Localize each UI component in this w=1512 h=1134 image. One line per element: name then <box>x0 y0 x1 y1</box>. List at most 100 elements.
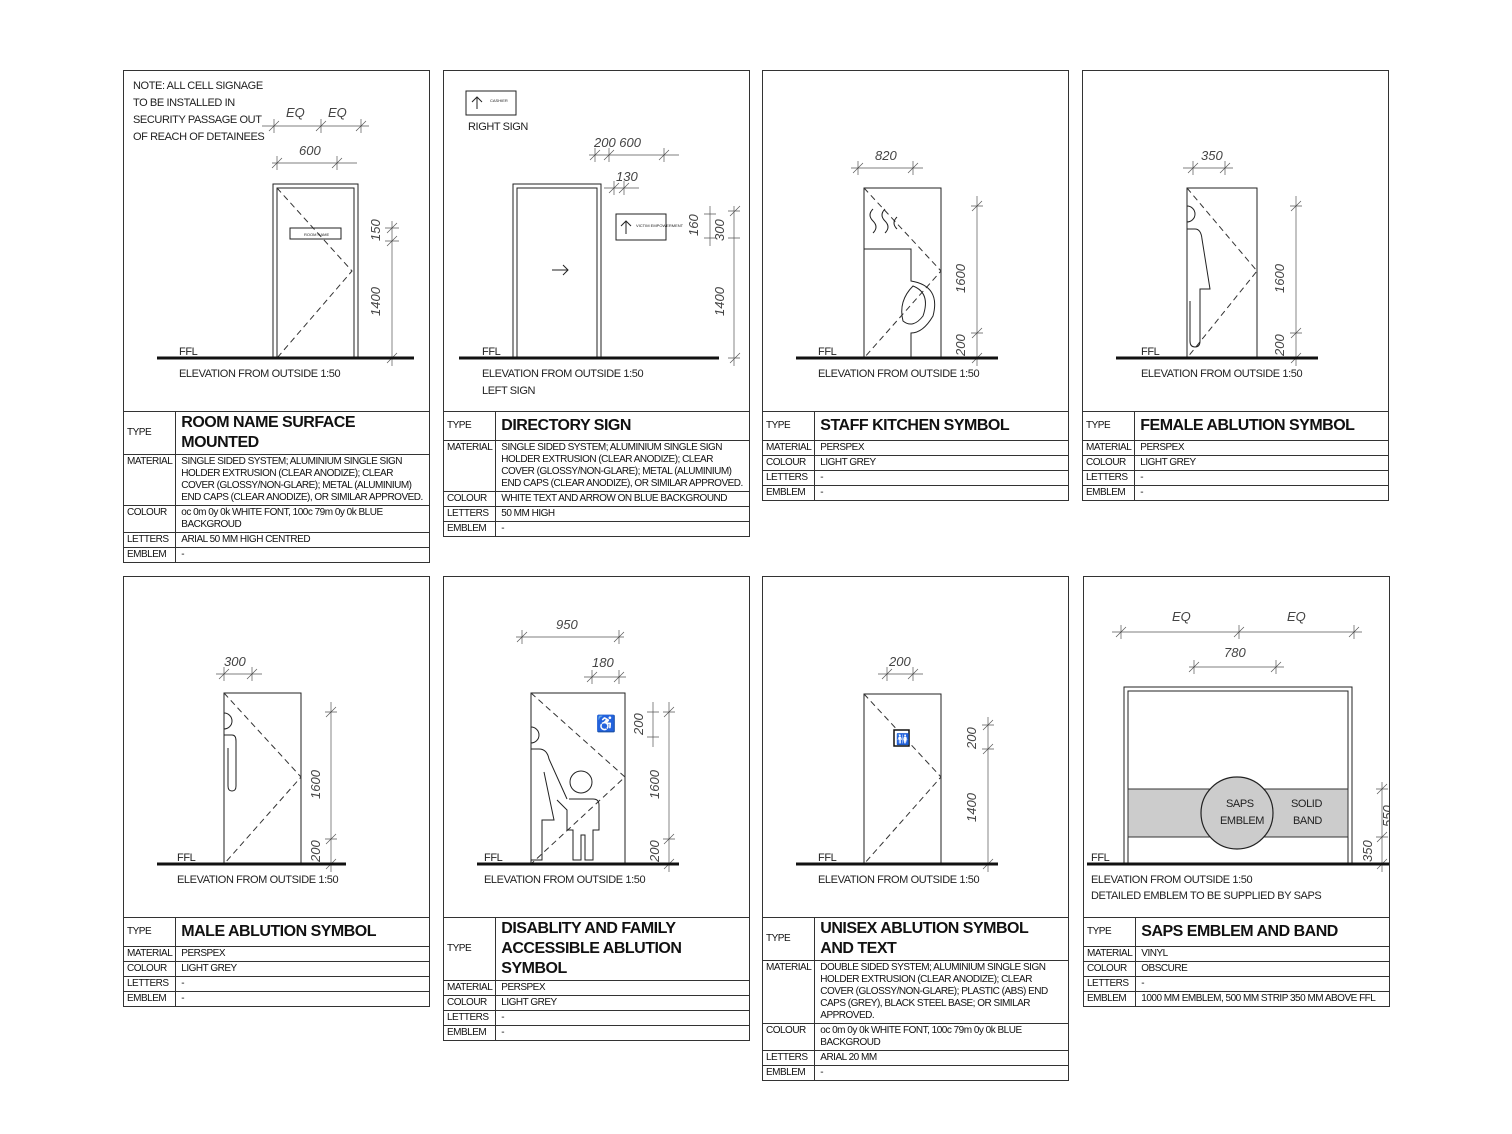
elevation-caption: ELEVATION FROM OUTSIDE 1:50 <box>1091 874 1252 886</box>
spec-key: LETTERS <box>444 506 497 522</box>
spec-value: UNISEX ABLUTION SYMBOL AND TEXT <box>814 917 1068 961</box>
dim-label: 950 <box>556 617 578 632</box>
spec-value: - <box>495 521 749 536</box>
panel-directory: CASHIER RIGHT SIGN 200 600 130 VICTIM EM… <box>443 70 750 537</box>
panel-room-name: NOTE: ALL CELL SIGNAGE TO BE INSTALLED I… <box>123 70 430 563</box>
spec-row-letters: LETTERS- <box>1084 976 1389 992</box>
dim-label: 160 <box>686 214 701 236</box>
elevation-drawing: 300 1600 200 FFL ELEVATION FROM OUTSIDE … <box>157 654 346 886</box>
spec-row-emblem: EMBLEM- <box>444 521 749 536</box>
dim-label: 1400 <box>368 286 383 316</box>
elevation-caption: ELEVATION FROM OUTSIDE 1:50 <box>1141 368 1302 380</box>
ffl-label: FFL <box>177 852 196 864</box>
spec-key: TYPE <box>444 411 497 441</box>
wheelchair-icon: ♿ <box>596 714 616 733</box>
spec-value: LIGHT GREY <box>495 995 749 1011</box>
spec-key: TYPE <box>124 411 177 455</box>
spec-value: - <box>814 485 1068 500</box>
spec-row-letters: LETTERS- <box>124 976 429 992</box>
spec-value: ARIAL 20 MM <box>814 1050 1068 1066</box>
spec-key: EMBLEM <box>1084 991 1137 1006</box>
dim-label: 200 <box>888 654 911 669</box>
arrow-up-icon <box>620 220 632 234</box>
dim-label: EQ <box>328 105 347 120</box>
spec-key: COLOUR <box>444 491 497 507</box>
spec-value: PERSPEX <box>175 946 429 962</box>
spec-row-letters: LETTERS- <box>763 470 1068 486</box>
elevation-caption: ELEVATION FROM OUTSIDE 1:50 <box>179 368 340 380</box>
spec-row-emblem: EMBLEM- <box>763 485 1068 500</box>
dim-label: EQ <box>1287 609 1306 624</box>
elevation-caption: ELEVATION FROM OUTSIDE 1:50 <box>818 368 979 380</box>
dim-label: 1600 <box>1272 263 1287 293</box>
elevation-drawing: EQ EQ 780 SAPS EMBLEM SOLID BAND 550 350… <box>1087 609 1389 902</box>
elevation-drawing: CASHIER RIGHT SIGN 200 600 130 VICTIM EM… <box>459 90 741 397</box>
spec-row-emblem: EMBLEM- <box>124 991 429 1006</box>
dim-label: 200 <box>953 334 968 357</box>
spec-value: - <box>175 547 429 562</box>
dim-label: 180 <box>592 655 614 670</box>
ffl-label: FFL <box>482 346 501 358</box>
door <box>272 183 359 359</box>
spec-value: - <box>1134 485 1388 500</box>
spec-value: PERSPEX <box>814 440 1068 456</box>
dim-label: 200 <box>631 713 646 736</box>
coffee-cup-icon <box>864 208 936 359</box>
elevation-caption: ELEVATION FROM OUTSIDE 1:50 <box>177 874 338 886</box>
elevation-drawing: 820 1600 200 FFL ELEVATION FROM OUTSIDE … <box>796 148 998 380</box>
dim-label: EQ <box>1172 609 1191 624</box>
emblem-label: EMBLEM <box>1220 815 1264 827</box>
dim-label: 200 <box>647 840 662 863</box>
spec-key: TYPE <box>124 917 177 947</box>
spec-key: EMBLEM <box>763 1065 816 1080</box>
spec-value: 1000 MM EMBLEM, 500 MM STRIP 350 MM ABOV… <box>1135 991 1389 1006</box>
spec-key: LETTERS <box>1083 470 1136 486</box>
unisex-toilet-icon <box>893 729 910 747</box>
spec-value: SAPS EMBLEM AND BAND <box>1135 917 1389 947</box>
spec-value: LIGHT GREY <box>175 961 429 977</box>
spec-row-letters: LETTERS- <box>1083 470 1388 486</box>
right-sign-label: RIGHT SIGN <box>468 121 528 133</box>
spec-key: LETTERS <box>124 532 177 548</box>
panel-unisex: 200 🚻 200 1400 FFL ELEVATION FROM OUTSID… <box>762 576 1069 1081</box>
spec-value: - <box>495 1025 749 1040</box>
arrow-up-icon <box>471 96 483 109</box>
panel-saps: EQ EQ 780 SAPS EMBLEM SOLID BAND 550 350… <box>1083 576 1390 1007</box>
spec-row-emblem: EMBLEM- <box>1083 485 1388 500</box>
panel-family: 950 180 ♿ 200 1600 200 FFL ELEVATION FRO… <box>443 576 750 1041</box>
spec-key: MATERIAL <box>124 454 177 506</box>
spec-key: MATERIAL <box>444 980 497 996</box>
dim-label: 820 <box>875 148 897 163</box>
band-label: SOLID <box>1291 798 1322 810</box>
spec-value: ROOM NAME SURFACE MOUNTED <box>175 411 429 455</box>
ffl-label: FFL <box>484 852 503 864</box>
elevation-caption: ELEVATION FROM OUTSIDE 1:50 <box>484 874 645 886</box>
spec-value: - <box>1135 976 1389 992</box>
spec-key: LETTERS <box>763 470 816 486</box>
dim-label: 1600 <box>308 769 323 799</box>
dim-label: 350 <box>1201 148 1223 163</box>
spec-value: PERSPEX <box>495 980 749 996</box>
spec-key: COLOUR <box>1083 455 1136 471</box>
sign-text: ROOM NAME <box>304 232 329 237</box>
spec-key: EMBLEM <box>763 485 816 500</box>
elevation-drawing: 950 180 ♿ 200 1600 200 FFL ELEVATION FRO… <box>477 617 679 886</box>
spec-key: MATERIAL <box>444 440 497 492</box>
spec-key: TYPE <box>444 917 497 981</box>
sign-text: CASHIER <box>490 98 508 103</box>
